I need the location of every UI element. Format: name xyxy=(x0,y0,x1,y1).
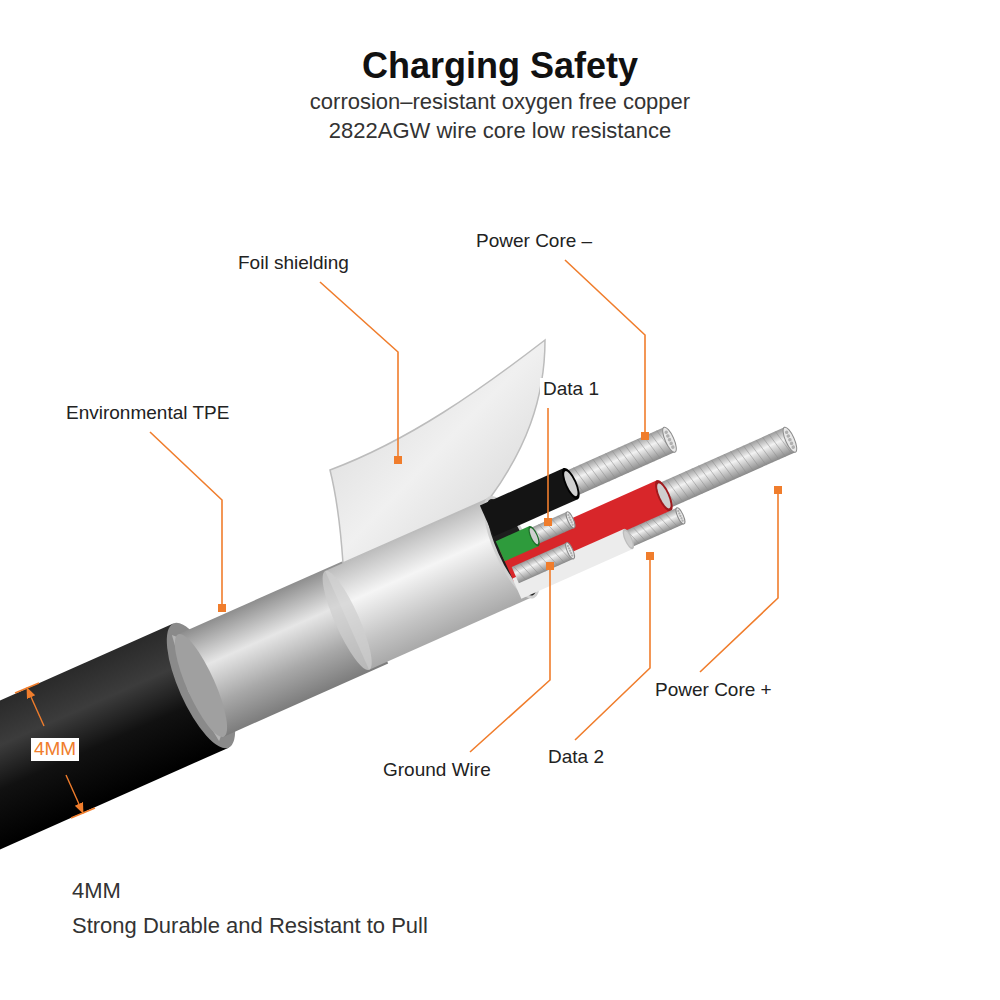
cable-body xyxy=(0,485,539,894)
leader-dots xyxy=(218,432,782,612)
dimension-line xyxy=(15,683,95,818)
part-label: Data 2 xyxy=(548,746,604,769)
wire xyxy=(512,505,687,599)
wire-bundle xyxy=(475,375,810,603)
wire xyxy=(512,542,577,584)
dimension-note: 4MM xyxy=(72,878,121,904)
subtitle: corrosion–resistant oxygen free copper 2… xyxy=(270,88,730,145)
part-label: Foil shielding xyxy=(238,252,349,275)
part-label: Power Core – xyxy=(476,230,592,253)
part-label: Power Core + xyxy=(655,679,772,702)
title: Charging Safety xyxy=(0,44,1000,87)
part-label: Environmental TPE xyxy=(66,402,229,425)
part-label: Ground Wire xyxy=(383,759,491,782)
note-text: Strong Durable and Resistant to Pull xyxy=(72,913,428,939)
part-label: Data 1 xyxy=(540,378,602,401)
dimension-label: 4MM xyxy=(31,738,79,761)
leader-lines xyxy=(150,260,778,752)
